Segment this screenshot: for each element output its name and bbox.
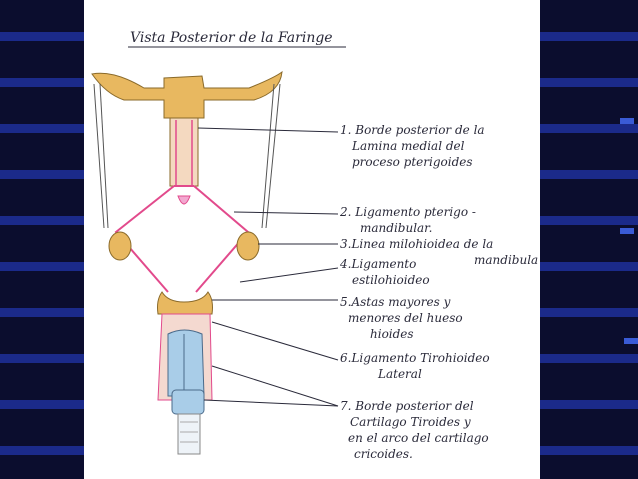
leader-line-7a <box>211 365 339 407</box>
trachea <box>177 413 201 455</box>
label-3: 3.Linea milohioidea de la mandibula <box>340 237 538 267</box>
cricoid-cartilage <box>171 389 205 415</box>
pterygoid-process <box>91 70 283 119</box>
accent-mark-3 <box>624 338 638 344</box>
label-4: 4.Ligamento estilohioideo <box>339 257 430 287</box>
pharyngeal-column <box>169 117 199 205</box>
label-2: 2. Ligamento pterigo - mandibular. <box>339 205 480 235</box>
hyoid-bone <box>157 291 213 315</box>
left-decor-stripes <box>0 0 84 479</box>
leader-line-1 <box>197 127 339 133</box>
label-1: 1. Borde posterior de la Lamina medial d… <box>340 123 488 169</box>
left-mandible-ramus <box>108 231 132 261</box>
accent-mark-2 <box>620 228 634 234</box>
leader-line-2 <box>233 211 339 215</box>
right-mandible-ramus <box>236 231 260 261</box>
left-plate-line-2 <box>99 83 109 229</box>
leader-line-7b <box>203 399 339 407</box>
thyroid-cartilage <box>167 329 205 397</box>
leader-line-6 <box>211 321 339 361</box>
right-plate-line <box>261 83 275 229</box>
right-plate-line-2 <box>265 83 281 229</box>
diagram-slide: Vista Posterior de la Faringe <box>84 0 540 479</box>
accent-mark-1 <box>620 118 634 124</box>
label-7: 7. Borde posterior del Cartilago Tiroide… <box>340 399 492 461</box>
pharynx-diagram: Vista Posterior de la Faringe <box>91 30 538 461</box>
diagram-title: Vista Posterior de la Faringe <box>130 30 333 46</box>
label-6: 6.Ligamento Tirohioideo Lateral <box>340 351 493 381</box>
left-plate-line <box>93 83 105 229</box>
label-5: 5.Astas mayores y menores del hueso hioi… <box>340 295 466 341</box>
right-decor-stripes <box>540 0 638 479</box>
leader-line-4 <box>239 267 339 283</box>
